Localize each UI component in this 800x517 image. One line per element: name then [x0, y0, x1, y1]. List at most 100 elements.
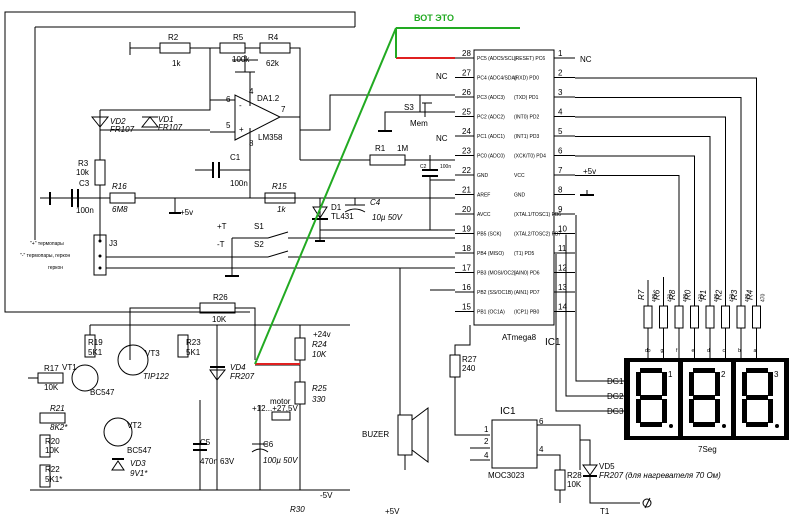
r25-label: R25: [312, 384, 327, 393]
mcu-pin-num: 11: [558, 244, 567, 253]
mcu-pin-name: (TXD) PD1: [514, 95, 539, 101]
top-wires: [4, 11, 455, 313]
mcu-pin-num: 21: [462, 186, 471, 195]
mcu-pin-num: 8: [558, 186, 563, 195]
bank-resistor-value: 470: [714, 293, 720, 302]
c5-label: C5: [200, 438, 211, 447]
mcu-pin-name: (ICP1) PB0: [514, 310, 540, 316]
bank-resistor-value: 470: [683, 293, 689, 302]
c4-label: C4: [370, 198, 381, 207]
mcu-ref: IC1: [545, 337, 561, 348]
r21-value: 8K2*: [50, 423, 68, 432]
ic1-label: IC1: [500, 406, 516, 417]
annotation-label: ВОТ ЭТО: [414, 13, 454, 23]
r28-label: R28: [567, 471, 582, 480]
bank-resistor-value: 470: [745, 293, 751, 302]
reference-network: R15 1k D1 TL431 C4 10µ 50V: [264, 182, 455, 242]
digit-1-num: 1: [668, 370, 673, 379]
resistor-r5: R5 100k: [219, 33, 250, 64]
bank-resistor-label: R1: [699, 290, 708, 300]
r17-label: R17: [44, 364, 59, 373]
r4-label: R4: [268, 33, 279, 42]
r27-label: R27: [462, 355, 477, 364]
mcu-pin-name: (INT0) PD2: [514, 115, 540, 121]
svg-text:+: +: [239, 125, 244, 134]
mcu-pin-num: 19: [462, 225, 471, 234]
motor-label: motor: [270, 397, 291, 406]
svg-text:6: 6: [539, 417, 544, 426]
mcu-pin-num: 26: [462, 88, 471, 97]
vd1-label: VD1: [158, 115, 174, 124]
r1-label: R1: [375, 144, 386, 153]
vt1-type: BC547: [90, 388, 115, 397]
r22-value: 5K1*: [45, 475, 62, 484]
vt2-type: BC547: [127, 446, 152, 455]
segment-pin-label: e: [692, 348, 695, 354]
mcu-pin-num: 7: [558, 166, 563, 175]
mcu-pin-name: PC1 (ADC1): [477, 134, 505, 140]
r15-label: R15: [272, 182, 287, 191]
mcu-pin-name: GND: [477, 173, 489, 179]
j3-label: J3: [109, 239, 118, 248]
r24-label: R24: [312, 340, 327, 349]
input-network: R3 10k C3 100n R16 6M8: [40, 159, 300, 240]
s3-label: S3: [404, 103, 414, 112]
mcu-pin-name: (XTAL1/TOSC1) PB6: [514, 212, 561, 218]
c2-label: C2: [420, 164, 427, 170]
r1-value: 1M: [397, 144, 408, 153]
mcu-pin-num: 28: [462, 49, 471, 58]
mcu-pin-name: (AIN1) PD7: [514, 290, 540, 296]
vd1-type: FR107: [158, 123, 183, 132]
c1-label: C1: [230, 153, 241, 162]
mcu-pin-num: 4: [558, 108, 563, 117]
r25-value: 330: [312, 395, 326, 404]
motor-voltage: +12...+27,5V: [252, 404, 298, 413]
r4-value: 62k: [266, 59, 280, 68]
resistor-r1: R1 1M: [299, 117, 430, 166]
s1-label: S1: [254, 222, 264, 231]
bank-resistor-label: R7: [637, 289, 646, 300]
vd4-label: VD4: [230, 363, 246, 372]
r22-label: R22: [45, 465, 60, 474]
vt3-label: VT3: [145, 349, 160, 358]
bank-resistor-label: R3: [730, 289, 739, 300]
bank-resistor-label: R2: [715, 289, 724, 300]
mcu-pin-name: PC5 (ADC5/SCL): [477, 56, 516, 62]
p5v-bottom: +5V: [385, 507, 400, 516]
j3-pin3: геркон: [48, 265, 63, 271]
svg-text:8: 8: [249, 139, 254, 148]
r28-value: 10K: [567, 480, 582, 489]
seven-seg-display: 7Seg DG1 DG2 DG3 1 2 3: [555, 215, 789, 454]
segment-pin-label: b: [738, 348, 741, 354]
segment-pin-label: a: [754, 348, 757, 354]
r5-value: 100k: [232, 55, 250, 64]
digit-2-num: 2: [721, 370, 726, 379]
digit-3-num: 3: [774, 370, 779, 379]
switch-s3: S3 Mem: [378, 95, 455, 132]
mcu-pin-name: PB3 (MOSI/OC2): [477, 271, 516, 277]
s2-label: S2: [254, 240, 264, 249]
mcu-pin-num: 25: [462, 108, 471, 117]
mcu-pin-num: 15: [462, 303, 471, 312]
svg-text:5: 5: [226, 121, 231, 130]
mcu-pin-num: 9: [558, 205, 563, 214]
mcu-pin-name: PC2 (ADC2): [477, 115, 505, 121]
r30-label: R30: [290, 505, 305, 514]
mcu-pin-num: 5: [558, 127, 563, 136]
mcu-pin-num: 6: [558, 147, 563, 156]
r23-value: 5K1: [186, 348, 201, 357]
r2-value: 1k: [172, 59, 181, 68]
mcu-pin-num: 2: [558, 69, 563, 78]
mcu-pin-num: 12: [558, 264, 567, 273]
bank-resistor-value: 470: [652, 293, 658, 302]
vd2-label: VD2: [110, 117, 126, 126]
vd5-label: VD5: [599, 462, 615, 471]
segment-pin-label: g: [661, 348, 664, 354]
mcu-pin-name: PC4 (ADC4/SDA): [477, 76, 517, 82]
c3-label: C3: [79, 179, 90, 188]
nc-24: NC: [436, 134, 448, 143]
bank-resistor-value: 470: [730, 293, 736, 302]
bank-resistor-label: R6: [653, 289, 662, 300]
r24-value: 10K: [312, 350, 327, 359]
